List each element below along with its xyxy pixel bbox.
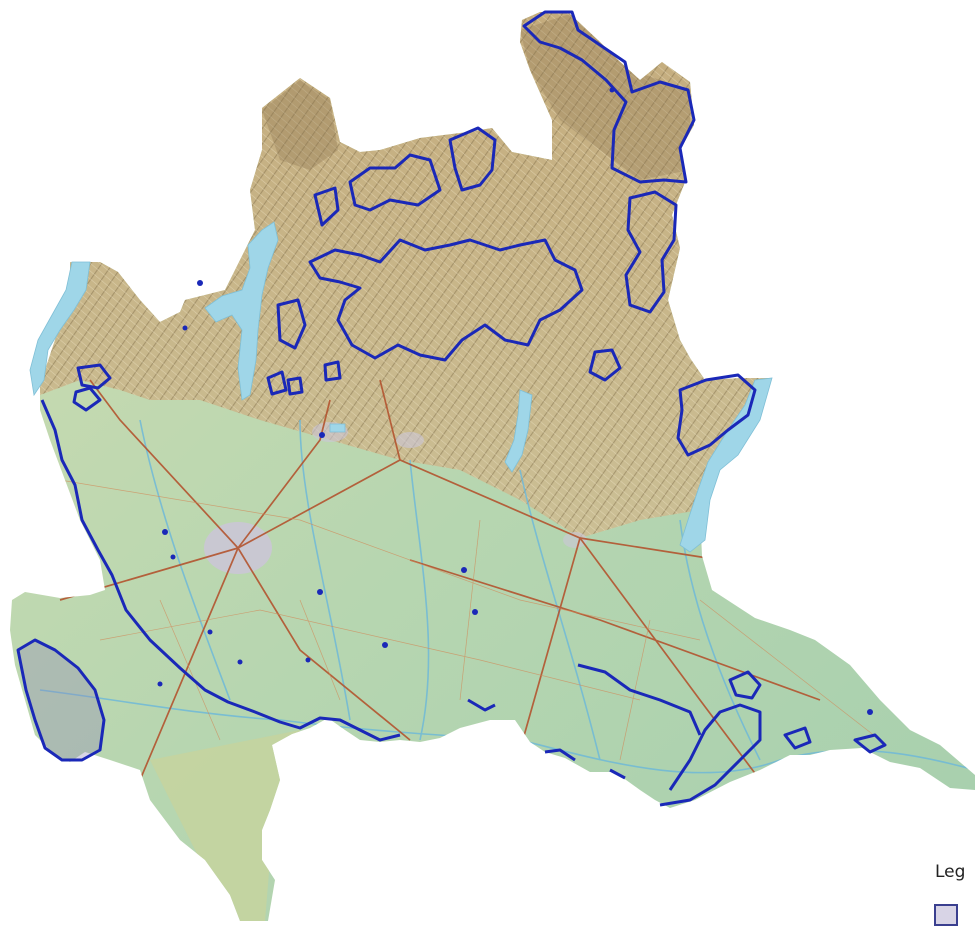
legend-swatch-protected-area	[934, 904, 958, 926]
protected-area-stelvio	[522, 10, 696, 184]
protected-area-ticino	[40, 399, 401, 742]
protected-area-orobie	[308, 238, 584, 362]
legend-title: Leg	[935, 862, 966, 882]
lake-iseo	[504, 389, 533, 473]
lakes	[29, 221, 773, 553]
lake-garda	[679, 377, 773, 553]
protected-sites	[157, 87, 873, 715]
protected-areas	[16, 10, 887, 807]
lake-maggiore	[29, 261, 91, 397]
protected-area-adamello	[624, 190, 678, 314]
lake-como	[204, 221, 279, 401]
protected-area-lomellina	[16, 638, 106, 762]
